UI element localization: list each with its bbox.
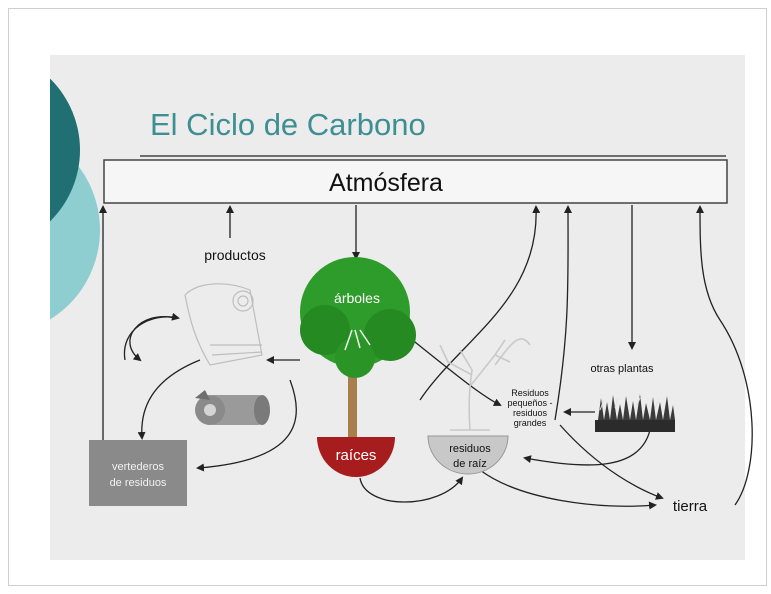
arrow-root-residues-to-soil (479, 469, 657, 510)
arrow-products-to-landfill (196, 379, 297, 472)
dark-teal-circle (50, 78, 80, 222)
root-residues-line2: de raíz (453, 458, 487, 470)
arrow-residues-to-atmosphere (554, 205, 573, 421)
residues-line3: residuos (513, 408, 548, 418)
products-label: productos (204, 247, 265, 263)
arrow-soil-to-atmosphere (696, 205, 753, 506)
trees-label: árboles (334, 290, 380, 306)
flow-arrows (99, 205, 753, 510)
arrow-to-machine (123, 312, 180, 361)
landfill-box (89, 440, 187, 506)
other-plants-label: otras plantas (591, 363, 654, 375)
decorative-circles (50, 78, 100, 320)
atmosphere-box (103, 159, 728, 204)
grass-icon (595, 394, 675, 432)
root-residues-bowl (427, 435, 509, 475)
roots-label: raíces (336, 447, 377, 464)
arrow-residues-to-soil (559, 424, 664, 500)
residues-line4: grandes (514, 418, 547, 428)
arrow-roots-to-root-residues (359, 476, 464, 503)
soil-label: tierra (673, 498, 708, 515)
slide-title: El Ciclo de Carbono (150, 107, 426, 142)
root-residues-line1: residuos (449, 443, 491, 455)
paper-roll-icon (195, 390, 270, 425)
paper-machine-icon (184, 283, 263, 366)
residues-line2: pequeños - (507, 398, 552, 408)
arrow-soil-to-root-residues (523, 429, 651, 466)
landfill-line2: de residuos (110, 477, 167, 489)
tree-icon (300, 257, 416, 440)
roots-bowl (317, 437, 395, 477)
arrow-bare-tree-to-atmosphere (419, 205, 541, 401)
arrow-trees-to-residues (399, 329, 502, 406)
atmosphere-label: Atmósfera (329, 169, 443, 197)
arrow-machine-to-landfill (137, 359, 201, 440)
residues-label: Residuos pequeños - residuos grandes (507, 388, 552, 428)
bare-tree-icon (439, 338, 531, 431)
landfill-line1: vertederos (112, 461, 164, 473)
residues-line1: Residuos (511, 388, 549, 398)
